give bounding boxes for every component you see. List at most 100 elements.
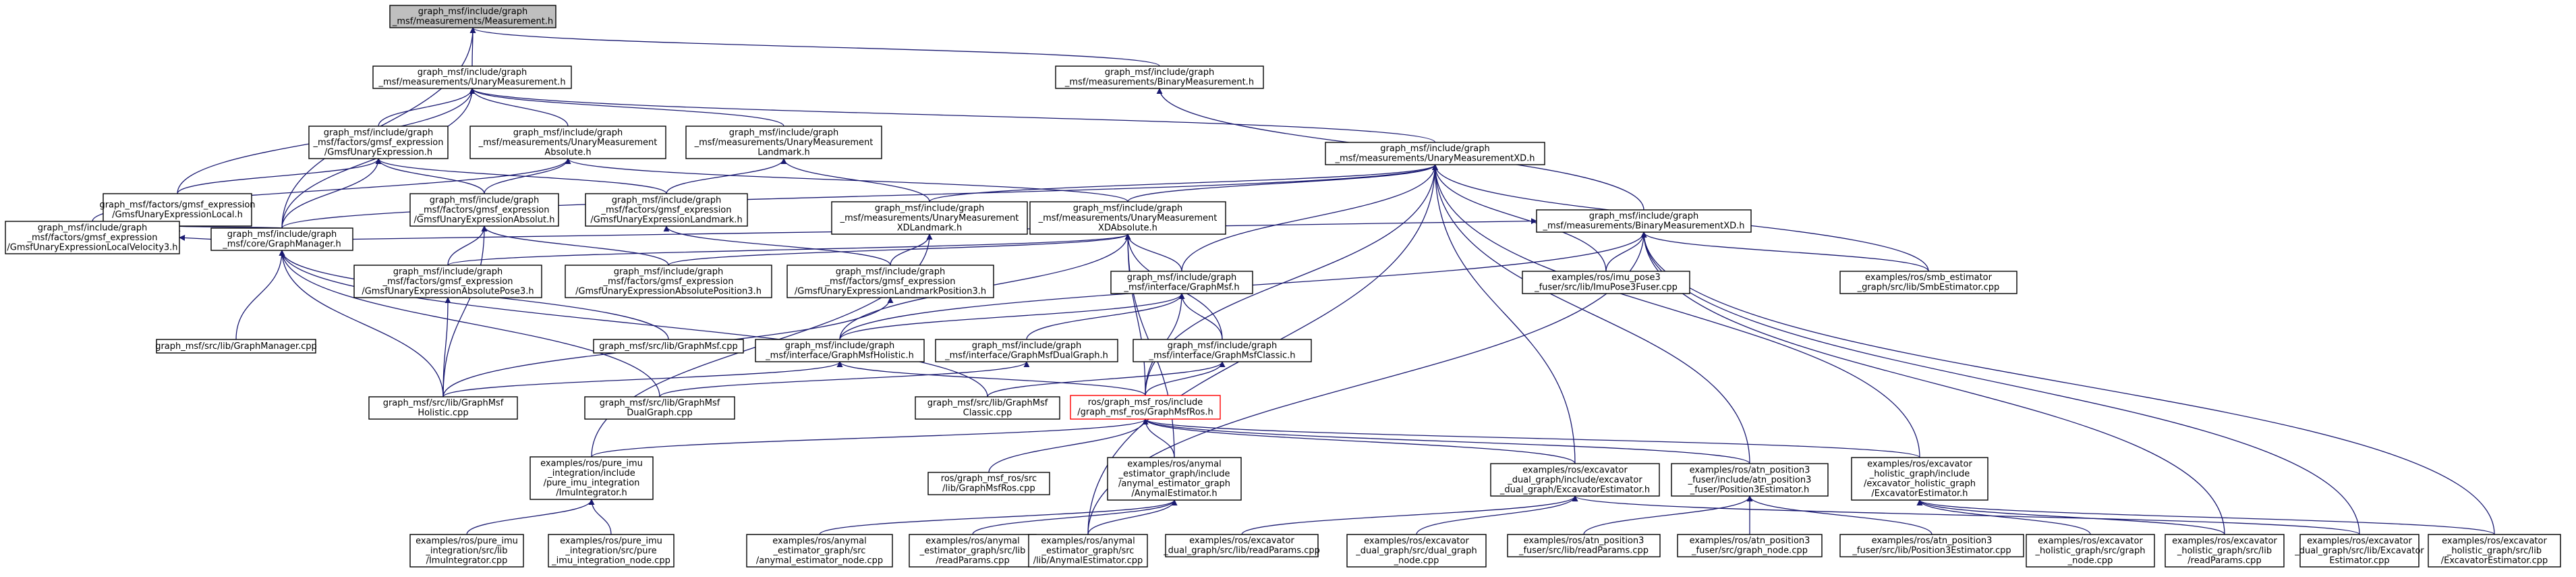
graph-node-ueAbsPose3[interactable]: graph_msf/include/graph_msf/factors/gmsf… <box>353 265 542 298</box>
dependency-edge <box>177 158 382 194</box>
node-label-line: /ImuIntegrator.cpp <box>426 555 508 566</box>
graph-node-anymalNode[interactable]: examples/ros/anymal_estimator_graph/src/… <box>746 534 893 568</box>
graph-node-excDualH[interactable]: examples/ros/excavator_dual_graph/includ… <box>1490 463 1660 497</box>
graph-node-classicCpp[interactable]: graph_msf/src/lib/GraphMsfClassic.cpp <box>915 396 1060 420</box>
node-box <box>1070 395 1221 420</box>
graph-node-anymalH[interactable]: examples/ros/anymal_estimator_graph/incl… <box>1107 457 1242 501</box>
node-label-line: ros/graph_msf_ros/src <box>941 474 1037 484</box>
graph-node-excHolNode[interactable]: examples/ros/excavator_holistic_graph/sr… <box>2026 534 2155 568</box>
node-label-line: graph_msf/include/graph <box>1127 273 1236 283</box>
graph-node-gMsfCpp[interactable]: graph_msf/src/lib/GraphMsf.cpp <box>593 339 744 354</box>
graph-node-classicH[interactable]: graph_msf/include/graph_msf/interface/Gr… <box>1133 339 1312 362</box>
graph-node-root[interactable]: graph_msf/include/graph_msf/measurements… <box>389 5 556 28</box>
dependency-edge <box>1640 231 2495 535</box>
graph-node-umXDLm[interactable]: graph_msf/include/graph_msf/measurements… <box>831 201 1028 235</box>
node-label-line: _fuser/include/atn_position3 <box>1688 475 1812 485</box>
node-label-line: /GmsfUnaryExpressionLandmarkPosition3.h <box>795 286 986 296</box>
node-label-line: _estimator_graph/src/lib <box>919 546 1026 556</box>
graph-node-atnNode[interactable]: examples/ros/atn_position3_fuser/src/gra… <box>1677 534 1823 557</box>
node-box <box>1851 457 1988 501</box>
node-label-line: graph_msf/include/graph <box>729 128 838 138</box>
graph-node-excHolH[interactable]: examples/ros/excavator_holistic_graph/in… <box>1851 457 1988 501</box>
node-box <box>1325 142 1545 165</box>
graph-node-umAbs[interactable]: graph_msf/include/graph_msf/measurements… <box>469 126 666 159</box>
dependency-edge <box>1746 495 1933 535</box>
node-label-line: examples/ros/excavator <box>1364 536 1469 546</box>
node-box <box>1671 463 1829 497</box>
graph-node-imuIntH[interactable]: examples/ros/pure_imu_integration/includ… <box>529 456 654 500</box>
dependency-edge <box>1572 495 2360 535</box>
node-label-line: _msf/measurements/UnaryMeasurementXD.h <box>1334 154 1535 164</box>
graph-node-anymalCpp[interactable]: examples/ros/anymal_estimator_graph/src/… <box>1028 534 1148 568</box>
dependency-edge <box>1916 499 2495 535</box>
graph-node-gManager[interactable]: graph_msf/include/graph_msf/core/GraphMa… <box>210 227 353 251</box>
dependency-edge <box>375 158 667 194</box>
graph-node-umXD[interactable]: graph_msf/include/graph_msf/measurements… <box>1325 142 1545 165</box>
node-box <box>409 193 559 227</box>
node-label-line: examples/ros/atn_position3 <box>1524 536 1644 546</box>
dependency-edge <box>1916 499 2225 535</box>
graph-node-holH[interactable]: graph_msf/include/graph_msf/interface/Gr… <box>755 339 925 362</box>
node-box <box>389 5 556 28</box>
graph-node-ueAbsPos3[interactable]: graph_msf/include/graph_msf/factors/gmsf… <box>565 265 772 298</box>
graph-node-unary[interactable]: graph_msf/include/graph_msf/measurements… <box>372 65 572 89</box>
graph-node-imuPose3[interactable]: examples/ros/imu_pose3_fuser/src/lib/Imu… <box>1522 271 1690 294</box>
graph-node-ueLm[interactable]: graph_msf/include/graph_msf/factors/gmsf… <box>585 193 748 227</box>
graph-node-bmXD[interactable]: graph_msf/include/graph_msf/measurements… <box>1536 209 1752 233</box>
node-label-line: _msf/factors/gmsf_expression <box>382 277 513 287</box>
node-label-line: graph_msf/include/graph <box>875 203 984 213</box>
graph-node-imuIntCpp[interactable]: examples/ros/pure_imu_integration/src/li… <box>409 534 524 568</box>
node-label-line: /AnymalEstimator.h <box>1131 489 1217 499</box>
graph-node-gmsfUE[interactable]: graph_msf/include/graph_msf/factors/gmsf… <box>308 126 449 159</box>
graph-node-excDualNode[interactable]: examples/ros/excavator_dual_graph/src/du… <box>1346 534 1487 568</box>
graph-node-holCpp[interactable]: graph_msf/src/lib/GraphMsfHolistic.cpp <box>368 396 518 420</box>
graph-node-smb[interactable]: examples/ros/smb_estimator_graph/src/lib… <box>1839 271 2017 294</box>
graph-node-atnRP[interactable]: examples/ros/atn_position3_fuser/src/lib… <box>1507 534 1661 557</box>
graph-node-ueLocVel[interactable]: graph_msf/include/graph_msf/factors/gmsf… <box>5 221 180 254</box>
node-label-line: _integration/src/lib <box>425 546 507 556</box>
node-label-line: examples/ros/anymal <box>772 536 866 546</box>
node-label-line: _msf/measurements/Measurement.h <box>392 17 553 27</box>
dependency-edge <box>987 361 1226 397</box>
graph-node-ueLmPos3[interactable]: graph_msf/include/graph_msf/factors/gmsf… <box>786 265 994 298</box>
graph-node-gMsfH[interactable]: graph_msf/include/graph_msf/interface/Gr… <box>1110 271 1253 294</box>
graph-node-excDualRP[interactable]: examples/ros/excavator_dual_graph/src/li… <box>1163 534 1320 557</box>
graph-node-gmCpp[interactable]: graph_msf/src/lib/GraphManager.cpp <box>155 339 317 354</box>
graph-node-excHolCpp[interactable]: examples/ros/excavator_holistic_graph/sr… <box>2428 534 2561 568</box>
graph-node-rosCpp[interactable]: ros/graph_msf_ros/src/lib/GraphMsfRos.cp… <box>927 472 1050 495</box>
node-label-line: graph_msf/include/graph <box>324 128 433 138</box>
node-label-line: _msf/factors/gmsf_expression <box>602 277 733 287</box>
dependency-edge <box>442 361 843 397</box>
node-label-line: graph_msf/src/lib/GraphMsf <box>383 398 504 408</box>
node-label-line: Absolute.h <box>544 147 591 157</box>
graph-node-anymalRP[interactable]: examples/ros/anymal_estimator_graph/src/… <box>909 534 1037 568</box>
node-box <box>548 534 675 568</box>
node-label-line: graph_msf/include/graph <box>785 341 894 351</box>
node-label-line: examples/ros/pure_imu <box>540 459 643 469</box>
graph-node-umXDAbs[interactable]: graph_msf/include/graph_msf/measurements… <box>1029 201 1226 235</box>
graph-node-ueAbs[interactable]: graph_msf/include/graph_msf/factors/gmsf… <box>409 193 559 227</box>
node-box <box>368 396 518 420</box>
graph-node-atnH[interactable]: examples/ros/atn_position3_fuser/include… <box>1671 463 1829 497</box>
dependency-edge <box>481 225 669 266</box>
dependency-edge <box>988 418 1149 473</box>
graph-node-excDualCpp[interactable]: examples/ros/excavator_dual_graph/src/li… <box>2294 534 2424 568</box>
node-box <box>1133 339 1312 362</box>
graph-node-dualCpp[interactable]: graph_msf/src/lib/GraphMsfDualGraph.cpp <box>584 396 735 420</box>
node-label-line: examples/ros/atn_position3 <box>1690 536 1810 546</box>
graph-node-umLm[interactable]: graph_msf/include/graph_msf/measurements… <box>685 126 882 159</box>
node-layer: graph_msf/include/graph_msf/measurements… <box>5 5 2561 568</box>
graph-node-dualH[interactable]: graph_msf/include/graph_msf/interface/Gr… <box>935 339 1118 362</box>
dependency-edge <box>1142 418 1576 464</box>
dependency-edge <box>281 158 382 229</box>
node-label-line: /GmsfUnaryExpressionAbsolutePose3.h <box>362 286 534 296</box>
graph-node-atnCpp[interactable]: examples/ros/atn_position3_fuser/src/lib… <box>1839 534 2024 557</box>
graph-node-rosH[interactable]: ros/graph_msf_ros/include/graph_msf_ros/… <box>1070 395 1221 420</box>
graph-node-binary[interactable]: graph_msf/include/graph_msf/measurements… <box>1055 65 1264 89</box>
node-label-line: _msf/measurements/UnaryMeasurement <box>840 213 1019 223</box>
graph-node-excHolRP[interactable]: examples/ros/excavator_holistic_graph/sr… <box>2165 534 2285 568</box>
node-label-line: ros/graph_msf_ros/include <box>1088 397 1203 408</box>
node-label-line: _fuser/src/graph_node.cpp <box>1691 546 1808 556</box>
node-label-line: examples/ros/excavator <box>2172 536 2277 546</box>
graph-node-imuIntNode[interactable]: examples/ros/pure_imu_integration/src/pu… <box>548 534 675 568</box>
